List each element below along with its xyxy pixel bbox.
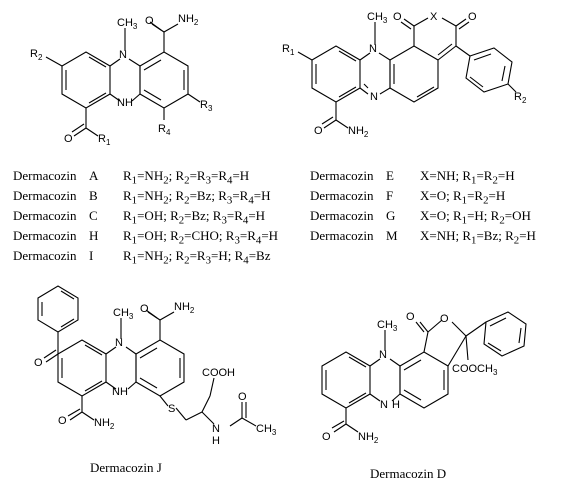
structure-dermacozin-d <box>321 311 527 433</box>
atom-r3: R3 <box>200 99 213 113</box>
atom-nh2: NH2 <box>178 13 199 27</box>
atom-n: N <box>115 337 123 349</box>
variant-row: Dermacozin I R1=NH2; R2=R3=H; R4=Bz <box>13 248 303 268</box>
atom-ch3: CH3 <box>117 17 138 31</box>
atom-n: N <box>369 43 377 55</box>
atom-o: O <box>468 11 477 23</box>
variant-definition: X=NH; R1=Bz; R2=H <box>420 228 536 247</box>
caption-dermacozin-j: Dermacozin J <box>90 460 162 475</box>
variant-row: Dermacozin M X=NH; R1=Bz; R2=H <box>310 228 565 248</box>
atom-n: N <box>379 349 387 361</box>
variant-definition: R1=NH2; R2=R3=H; R4=Bz <box>123 248 271 267</box>
atom-o: O <box>322 431 331 443</box>
variant-row: Dermacozin E X=NH; R1=R2=H <box>310 168 565 188</box>
variant-name: Dermacozin <box>310 168 374 183</box>
atom-x: X <box>430 11 438 23</box>
variant-name: Dermacozin <box>13 168 77 183</box>
atom-o: O <box>406 311 415 323</box>
atom-nh2: NH2 <box>358 431 379 445</box>
atom-cooh: COOH <box>202 367 235 379</box>
atom-o: O <box>58 415 67 427</box>
variant-letter: G <box>386 208 396 223</box>
atom-o: O <box>140 303 149 315</box>
variant-row: Dermacozin G X=O; R1=H; R2=OH <box>310 208 565 228</box>
variant-row: Dermacozin B R1=NH2; R2=Bz; R3=R4=H <box>13 188 303 208</box>
variant-letter: C <box>89 208 98 223</box>
atom-ch3: CH3 <box>367 11 388 25</box>
caption-dermacozin-d: Dermacozin D <box>370 466 447 481</box>
atom-n: N <box>370 91 378 103</box>
variant-name: Dermacozin <box>310 208 374 223</box>
atom-ch3: CH3 <box>256 423 277 437</box>
atom-o: O <box>314 125 323 137</box>
atom-r4: R4 <box>158 123 171 137</box>
variant-definition: X=O; R1=R2=H <box>420 188 506 207</box>
variant-letter: E <box>386 168 394 183</box>
structure-dermacozin-j <box>37 285 257 427</box>
atom-o: O <box>64 133 73 145</box>
variant-name: Dermacozin <box>310 228 374 243</box>
atom-o: O <box>238 391 247 403</box>
atom-n: N <box>119 49 127 61</box>
variant-name: Dermacozin <box>310 188 374 203</box>
atom-o: O <box>440 313 449 325</box>
atom-s: S <box>168 403 175 415</box>
atom-coocH3: COOCH3 <box>452 363 498 377</box>
structure-core-a-i <box>45 21 201 137</box>
atom-nh: NH <box>117 97 133 109</box>
variant-letter: F <box>386 188 394 203</box>
variant-row: Dermacozin F X=O; R1=R2=H <box>310 188 565 208</box>
variant-letter: B <box>89 188 98 203</box>
atom-o: O <box>34 357 43 369</box>
atom-r2: R2 <box>514 91 527 105</box>
atom-o: O <box>393 11 402 23</box>
atom-nh: H <box>392 399 400 411</box>
atom-nh2: NH2 <box>348 125 369 139</box>
variant-definition: X=NH; R1=R2=H <box>420 168 515 187</box>
atom-o: O <box>145 15 154 27</box>
variant-definition: R1=OH; R2=CHO; R3=R4=H <box>123 228 279 247</box>
variant-row: Dermacozin H R1=OH; R2=CHO; R3=R4=H <box>13 228 303 248</box>
atom-nh2: NH2 <box>94 417 115 431</box>
atom-labels: N CH3 NH2 O NH R2 R3 R4 O R1 N CH3 N X O… <box>30 11 527 447</box>
structure-core-e-m <box>297 17 517 129</box>
variant-letter: M <box>386 228 398 243</box>
atom-ch3: CH3 <box>113 307 134 321</box>
variant-row: Dermacozin C R1=OH; R2=Bz; R3=R4=H <box>13 208 303 228</box>
variant-definition: X=O; R1=H; R2=OH <box>420 208 531 227</box>
variant-name: Dermacozin <box>13 208 77 223</box>
variant-definition: R1=NH2; R2=R3=R4=H <box>123 168 250 187</box>
variant-name: Dermacozin <box>13 188 77 203</box>
atom-ch3: CH3 <box>377 319 398 333</box>
variant-name: Dermacozin <box>13 228 77 243</box>
variant-definition: R1=OH; R2=Bz; R3=R4=H <box>123 208 266 227</box>
atom-nh2: NH2 <box>174 301 195 315</box>
variant-definition: R1=NH2; R2=Bz; R3=R4=H <box>123 188 271 207</box>
variant-letter: H <box>89 228 99 243</box>
atom-n: N <box>380 399 388 411</box>
variant-row: Dermacozin A R1=NH2; R2=R3=R4=H <box>13 168 303 188</box>
atom-nh: NH <box>112 386 128 398</box>
atom-r1: R1 <box>282 43 295 57</box>
atom-r2: R2 <box>30 48 43 62</box>
variant-letter: A <box>89 168 99 183</box>
variant-letter: I <box>89 248 94 263</box>
variant-name: Dermacozin <box>13 248 77 263</box>
atom-r1: R1 <box>98 133 111 147</box>
